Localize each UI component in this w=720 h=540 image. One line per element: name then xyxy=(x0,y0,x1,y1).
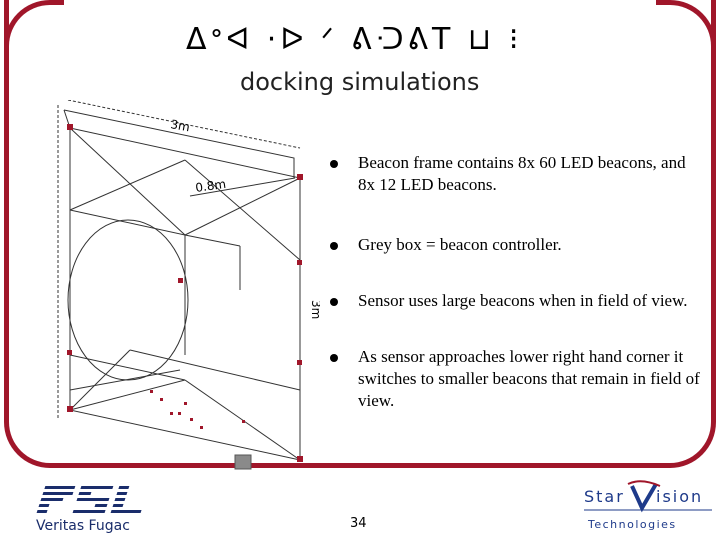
bullet-item: Beacon frame contains 8x 60 LED beacons,… xyxy=(330,152,700,196)
small-beacon xyxy=(160,398,163,401)
starvision-ision-text: ision xyxy=(656,487,703,506)
large-beacon xyxy=(178,278,183,283)
starvision-logo: Star ision Technologies xyxy=(584,480,712,531)
inner-width-label: 0.8m xyxy=(194,177,226,195)
large-beacon xyxy=(67,124,73,130)
title-area xyxy=(64,0,656,98)
large-beacon xyxy=(297,456,303,462)
small-beacon xyxy=(190,418,193,421)
bullet-text: Sensor uses large beacons when in field … xyxy=(358,291,688,310)
bullet-dot xyxy=(330,160,338,168)
large-beacon xyxy=(297,260,302,265)
beacon-controller-box xyxy=(234,454,252,470)
height-label: 3m xyxy=(309,300,320,319)
fsl-motto: Veritas Fugac xyxy=(36,518,130,534)
bullet-item: Sensor uses large beacons when in field … xyxy=(330,290,700,312)
beacon-frame-diagram: 3m 0.8m 3m xyxy=(57,100,320,470)
slide-subtitle: docking simulations xyxy=(240,68,480,96)
slide-title: ᐃᐤᐊ ·ᐅ ᐟ ᕕᑝᕕT ⊔ ⁝ xyxy=(186,22,523,57)
small-beacon xyxy=(242,420,245,423)
large-beacon xyxy=(297,360,302,365)
small-beacon xyxy=(184,402,187,405)
bullet-text: Beacon frame contains 8x 60 LED beacons,… xyxy=(358,153,686,194)
bullet-dot xyxy=(330,242,338,250)
large-beacon xyxy=(297,174,303,180)
width-label: 3m xyxy=(169,117,190,134)
slide-border xyxy=(4,0,716,468)
bullet-text: Grey box = beacon controller. xyxy=(358,235,562,254)
starvision-technologies-text: Technologies xyxy=(587,518,677,531)
fsl-logo xyxy=(36,486,142,513)
bullet-item: As sensor approaches lower right hand co… xyxy=(330,346,700,412)
large-beacon xyxy=(67,406,73,412)
bullet-dot xyxy=(330,354,338,362)
slide-border-top-left xyxy=(4,0,64,60)
small-beacon xyxy=(170,412,173,415)
small-beacon xyxy=(150,390,153,393)
bullet-item: Grey box = beacon controller. xyxy=(330,234,700,256)
bullet-text: As sensor approaches lower right hand co… xyxy=(358,347,700,410)
small-beacon xyxy=(200,426,203,429)
v-swoosh-icon xyxy=(627,480,661,513)
small-beacon xyxy=(178,412,181,415)
large-beacon xyxy=(67,350,72,355)
page-number: 34 xyxy=(350,516,367,531)
starvision-star-text: Star xyxy=(584,487,625,506)
bullet-dot xyxy=(330,298,338,306)
bullet-list: Beacon frame contains 8x 60 LED beacons,… xyxy=(330,152,700,412)
